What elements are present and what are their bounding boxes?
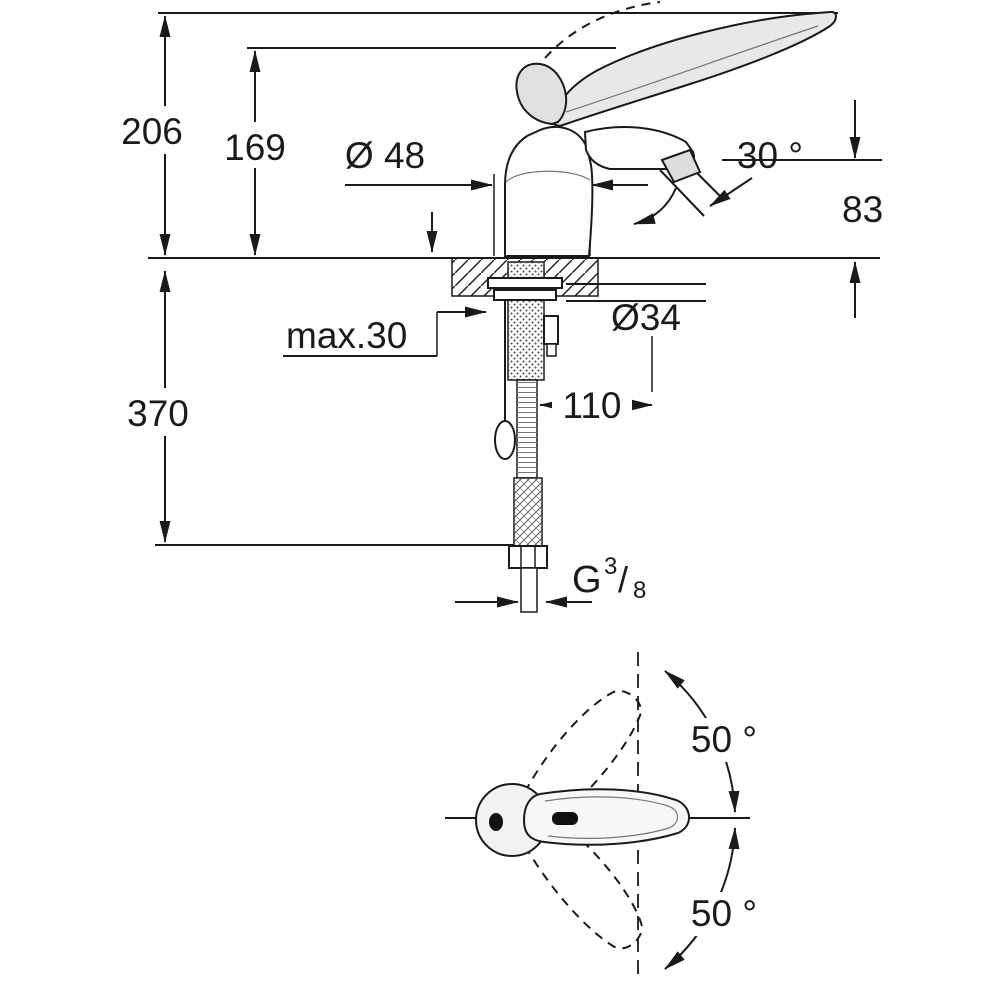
lever-dashed-up (523, 690, 642, 819)
lever-dashed-down-outline (525, 818, 643, 950)
lever-dashed-down (525, 818, 643, 950)
dim-110: 110 (539, 384, 653, 428)
top-view: 50 ° 50 ° (445, 652, 764, 978)
lever-dashed-up-outline (523, 690, 642, 819)
connector-nut (508, 545, 548, 569)
dim-169: 169 (210, 50, 302, 256)
lever-shading-line (565, 25, 819, 113)
swivel-up-label-bg (684, 718, 764, 762)
handle-dot (489, 813, 503, 831)
pull-rod-knob (494, 420, 516, 460)
dim-diameter-34: Ø34 (566, 283, 706, 392)
handle-slot (552, 812, 578, 825)
dim-206: 206 (106, 15, 202, 256)
dim-83: 83 (722, 100, 883, 318)
dim-370-label: 370 (127, 393, 189, 434)
faucet-front (504, 1, 837, 257)
dim-370: 370 (112, 270, 540, 546)
hose-clip-tab (546, 343, 557, 357)
dim-34-label: Ø34 (611, 297, 681, 338)
dim-83-label: 83 (842, 189, 883, 230)
lever-raised-dashed (544, 1, 661, 59)
angle-30-leader (709, 177, 753, 207)
thread-label-g: G (572, 559, 602, 601)
faucet-body (504, 125, 594, 257)
angle-30-label: 30 ° (737, 135, 803, 176)
dim-48-label: Ø 48 (345, 135, 425, 176)
swivel-up-label: 50 ° (691, 719, 757, 760)
front-view: 206 169 370 Ø 48 30 ° (106, 1, 883, 613)
mounting-washer (487, 277, 563, 289)
pipe-stub (520, 567, 538, 613)
body-joint-line (505, 170, 591, 183)
dim-169-label: 169 (224, 127, 286, 168)
spout-aerator (660, 148, 702, 184)
dim-thread: G 3 / 8 (455, 553, 646, 608)
max30-label: max.30 (286, 315, 407, 356)
thread-label-slash: / (618, 559, 628, 600)
faucet-under-counter (487, 261, 563, 613)
dim-max-30: max.30 (283, 306, 487, 357)
dim-370-label-bg (112, 388, 208, 436)
swivel-down-label-bg (684, 892, 764, 936)
hose-clip (543, 315, 559, 345)
flow-arrow (633, 187, 677, 225)
mounting-nut (493, 289, 557, 301)
thread-label-denominator: 8 (633, 577, 646, 604)
dim-206-label-bg (106, 106, 202, 154)
dim-110-label-bg (552, 384, 632, 428)
dim-169-label-bg (210, 122, 302, 168)
dim-110-label: 110 (563, 385, 622, 426)
swivel-down-label: 50 ° (691, 893, 757, 934)
supply-hose-texture (517, 380, 537, 480)
braided-hose-texture (514, 478, 542, 546)
lever-grip (515, 62, 568, 126)
handle-lever-top (522, 788, 690, 846)
handle-lever-inner-line (544, 796, 679, 839)
spout-direction-line-1 (659, 169, 705, 217)
thread-label-numerator: 3 (604, 553, 617, 580)
dim-206-label: 206 (121, 111, 183, 152)
